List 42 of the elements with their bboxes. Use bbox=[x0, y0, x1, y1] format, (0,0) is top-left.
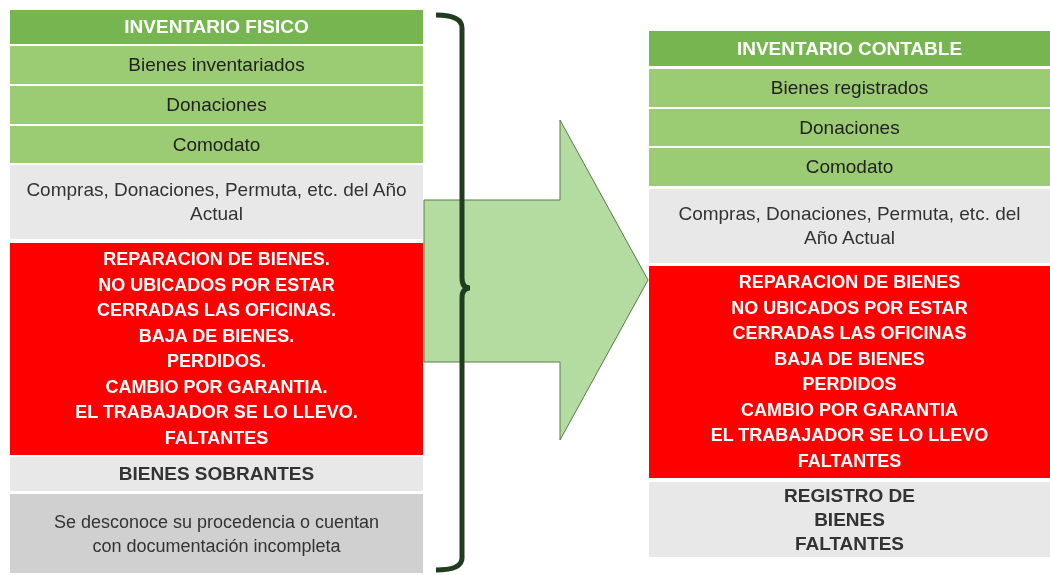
alert-line: NO UBICADOS POR ESTAR bbox=[731, 296, 968, 320]
note-box bbox=[10, 165, 423, 239]
alert-line: CERRADAS LAS OFICINAS bbox=[732, 322, 967, 345]
alert-box bbox=[10, 243, 423, 455]
note-text: Compras, Donaciones, Permuta, etc. del Año Actual bbox=[25, 178, 408, 226]
header-bar bbox=[649, 31, 1050, 66]
category-box bbox=[649, 148, 1050, 186]
alert-box bbox=[649, 266, 1050, 478]
alert-line: FALTANTES bbox=[797, 449, 902, 473]
alert-line: CERRADAS LAS OFICINAS. bbox=[97, 299, 336, 322]
category-box bbox=[10, 126, 423, 163]
header-bar bbox=[10, 10, 423, 44]
alert-line: CAMBIO POR GARANTIA. bbox=[105, 375, 328, 399]
category-label: Donaciones bbox=[166, 93, 267, 117]
alert-line: FALTANTES bbox=[164, 426, 269, 450]
summary-text: REGISTRO DE BIENES FALTANTES bbox=[783, 483, 916, 556]
category-label: Donaciones bbox=[799, 115, 900, 140]
category-box bbox=[649, 109, 1050, 146]
description-box bbox=[10, 494, 423, 573]
header-text: INVENTARIO FISICO bbox=[124, 15, 309, 39]
category-box bbox=[10, 46, 423, 84]
subheading-text: BIENES SOBRANTES bbox=[118, 462, 315, 486]
alert-line: REPARACION DE BIENES. bbox=[103, 248, 330, 271]
category-label: Bienes registrados bbox=[770, 76, 929, 100]
alert-line: EL TRABAJADOR SE LO LLEVO bbox=[710, 424, 989, 447]
category-label: Comodato bbox=[805, 155, 894, 179]
alert-line: PERDIDOS. bbox=[167, 350, 266, 373]
category-box bbox=[649, 69, 1050, 107]
block-arrow bbox=[423, 119, 649, 441]
header-text: INVENTARIO CONTABLE bbox=[736, 36, 963, 61]
category-box bbox=[10, 86, 423, 124]
alert-line: REPARACION DE BIENES bbox=[738, 271, 961, 294]
alert-line: NO UBICADOS POR ESTAR bbox=[98, 273, 335, 297]
alert-line: BAJA DE BIENES bbox=[774, 347, 925, 371]
alert-line: CAMBIO POR GARANTIA bbox=[741, 398, 958, 422]
category-label: Bienes inventariados bbox=[128, 53, 305, 77]
category-label: Comodato bbox=[172, 132, 261, 157]
alert-line: EL TRABAJADOR SE LO LLEVO. bbox=[75, 401, 358, 424]
alert-line: PERDIDOS bbox=[802, 373, 897, 396]
description-text: Se desconoce su procedencia o cuentan con documentación incompleta bbox=[52, 510, 381, 558]
note-text: Compras, Donaciones, Permuta, etc. del Año Actual bbox=[677, 202, 1022, 250]
alert-line: BAJA DE BIENES. bbox=[138, 324, 295, 348]
